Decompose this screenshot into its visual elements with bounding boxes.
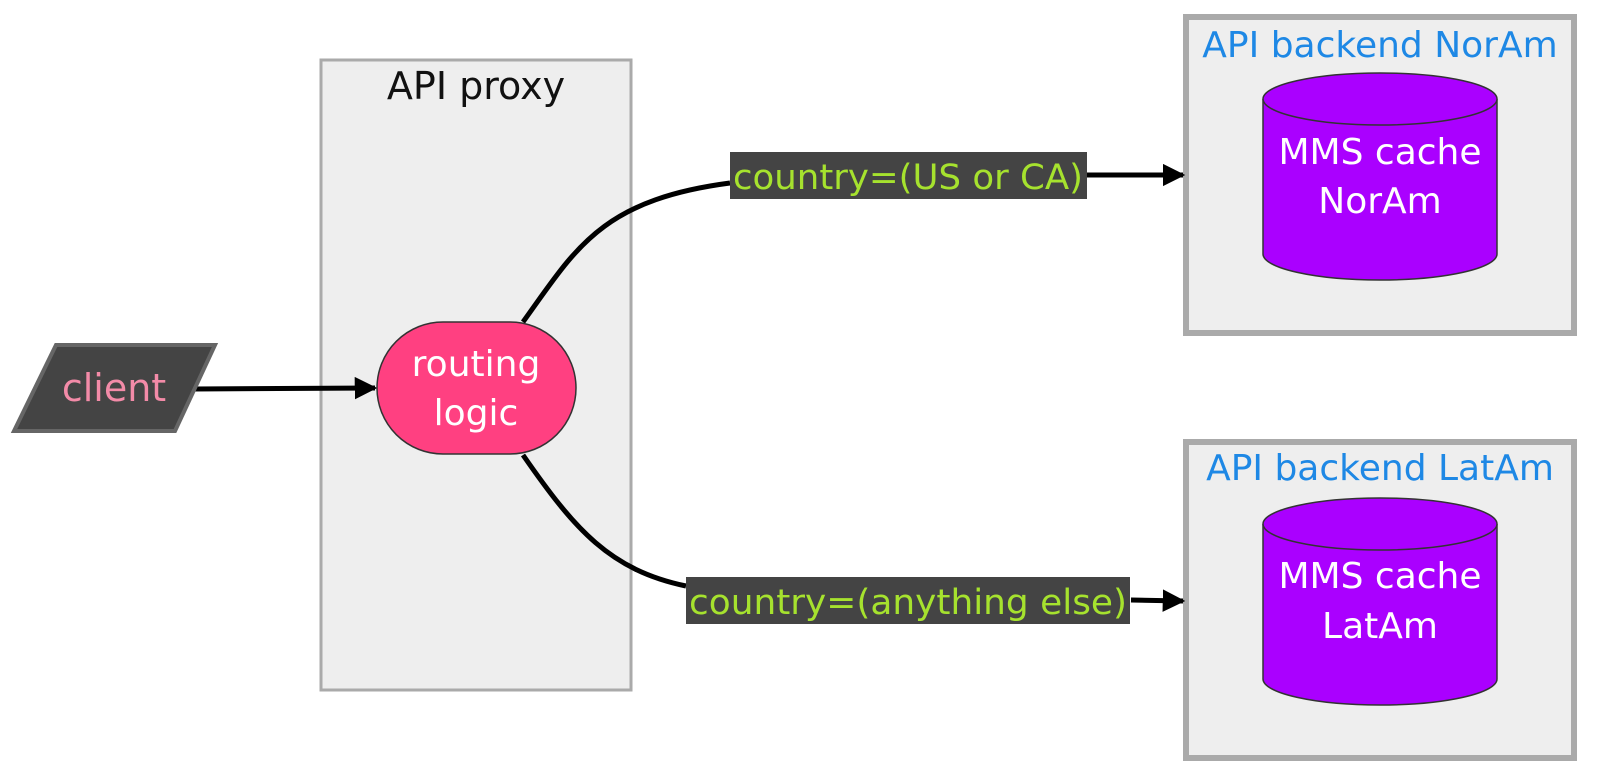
edge-label-noram: country=(US or CA) (730, 152, 1087, 199)
cache-noram-top (1262, 72, 1498, 126)
api-proxy-title: API proxy (387, 64, 565, 108)
cache-noram-node: MMS cache NorAm (1262, 72, 1498, 281)
edge-label-latam: country=(anything else) (686, 577, 1130, 624)
routing-logic-node: routing logic (376, 321, 577, 455)
cache-latam-line2: LatAm (1322, 606, 1438, 647)
edge-client-to-routing (193, 376, 378, 400)
cache-noram-line1: MMS cache (1278, 132, 1481, 173)
routing-logic-shape (376, 321, 577, 455)
client-shape (10, 343, 219, 433)
client-label: client (62, 366, 166, 410)
edge-routing-to-latam-curve (520, 453, 687, 589)
cache-latam-top (1262, 497, 1498, 551)
edge-label-noram-text: country=(US or CA) (733, 158, 1083, 198)
cache-noram-line2: NorAm (1318, 181, 1441, 222)
cache-latam-body (1262, 524, 1498, 706)
noram-backend-title: API backend NorAm (1202, 25, 1557, 66)
routing-logic-line2: logic (434, 393, 519, 434)
edge-label-latam-bg (686, 577, 1130, 624)
edges (193, 163, 1186, 612)
latam-backend-title: API backend LatAm (1206, 448, 1554, 489)
edge-label-latam-text: country=(anything else) (689, 583, 1127, 623)
client-node: client (10, 343, 219, 433)
routing-logic-line1: routing (412, 344, 541, 385)
cache-noram-body (1262, 99, 1498, 281)
cache-latam-line1: MMS cache (1278, 556, 1481, 597)
edge-latam-label-to-backend (1130, 589, 1186, 612)
edge-label-noram-bg (730, 152, 1087, 199)
cache-latam-node: MMS cache LatAm (1262, 497, 1498, 706)
edge-routing-to-noram-curve (520, 180, 731, 324)
